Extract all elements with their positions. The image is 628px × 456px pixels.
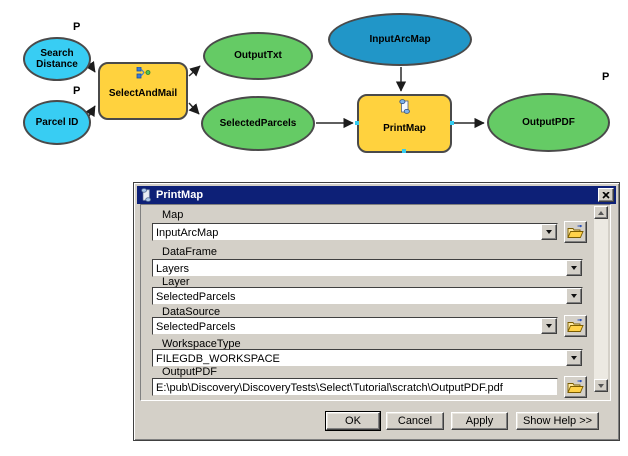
node-label: OutputTxt [234,50,282,62]
field-label-outputpdf: OutputPDF [162,366,218,378]
dropdown-arrow-icon [571,294,577,298]
outputpdf-browse-button[interactable] [564,376,587,398]
map-combobox[interactable] [152,223,558,241]
node-label: Parcel ID [35,116,79,128]
outputpdf-input[interactable] [153,379,557,395]
open-folder-icon [567,225,584,238]
param-marker-output-pdf: P [602,71,610,83]
dataframe-dropdown-button[interactable] [566,260,582,276]
close-icon [602,191,610,199]
show-help-button[interactable]: Show Help >> [516,412,599,430]
node-label: SelectedParcels [219,117,297,129]
node-input-arcmap[interactable]: InputArcMap [328,13,472,66]
field-label-layer: Layer [162,276,190,288]
layer-dropdown-button[interactable] [566,288,582,304]
field-label-workspacetype: WorkspaceType [162,338,241,350]
map-browse-button[interactable] [564,221,587,243]
arrow-up-icon [598,210,604,215]
param-marker-search-distance: P [73,21,81,33]
close-button[interactable] [598,188,614,202]
node-output-pdf[interactable]: OutputPDF [487,93,610,152]
field-label-dataframe: DataFrame [162,246,218,258]
connector-arrows [85,60,485,129]
connector-handle-left [355,121,359,125]
param-marker-parcel-id: P [73,85,81,97]
field-label-map: Map [162,209,184,221]
open-folder-icon [567,319,584,332]
field-label-datasource: DataSource [162,306,221,318]
connector-handle-bottom [402,149,406,153]
workspacetype-combobox-input[interactable] [153,350,566,366]
map-combobox-input[interactable] [153,224,541,240]
arrow-down-icon [598,383,604,388]
node-parcel-id[interactable]: Parcel ID [23,100,91,145]
map-dropdown-button[interactable] [541,224,557,240]
workspacetype-dropdown-button[interactable] [566,350,582,366]
datasource-combobox[interactable] [152,317,558,335]
node-search-distance[interactable]: Search Distance [23,37,91,81]
script-tool-icon [399,99,410,114]
datasource-combobox-input[interactable] [153,318,541,334]
scroll-up-button[interactable] [594,206,608,219]
vertical-scrollbar[interactable] [594,206,608,392]
node-label: InputArcMap [369,33,431,45]
dialog-parameter-panel: Map DataFrame Layer [140,204,611,401]
node-select-and-mail[interactable]: SelectAndMail [98,62,188,120]
scroll-down-button[interactable] [594,379,608,392]
ok-button[interactable]: OK [325,411,381,431]
layer-combobox-input[interactable] [153,288,566,304]
dataframe-combobox[interactable] [152,259,583,277]
apply-button[interactable]: Apply [451,412,508,430]
dropdown-arrow-icon [546,324,552,328]
datasource-dropdown-button[interactable] [541,318,557,334]
dropdown-arrow-icon [546,230,552,234]
dataframe-combobox-input[interactable] [153,260,566,276]
node-label: Search Distance [36,47,78,71]
script-tool-icon [141,188,151,202]
datasource-browse-button[interactable] [564,315,587,337]
dropdown-arrow-icon [571,356,577,360]
printmap-dialog: PrintMap Map DataFram [133,182,620,441]
workspacetype-combobox[interactable] [152,349,583,367]
node-selected-parcels[interactable]: SelectedParcels [201,96,315,151]
node-label: PrintMap [383,123,426,134]
dialog-title: PrintMap [156,189,204,201]
modelbuilder-diagram: P P P Search Distance Parcel ID SelectAn… [0,0,628,180]
connector-handle-right [450,121,454,125]
node-output-txt[interactable]: OutputTxt [203,32,313,80]
open-folder-icon [567,380,584,393]
model-tool-icon [136,67,150,79]
outputpdf-textbox[interactable] [152,378,558,396]
node-label: SelectAndMail [108,88,178,99]
dialog-titlebar[interactable]: PrintMap [137,186,616,204]
dropdown-arrow-icon [571,266,577,270]
layer-combobox[interactable] [152,287,583,305]
node-print-map[interactable]: PrintMap [357,94,452,153]
cancel-button[interactable]: Cancel [386,412,444,430]
node-label: OutputPDF [522,116,575,128]
